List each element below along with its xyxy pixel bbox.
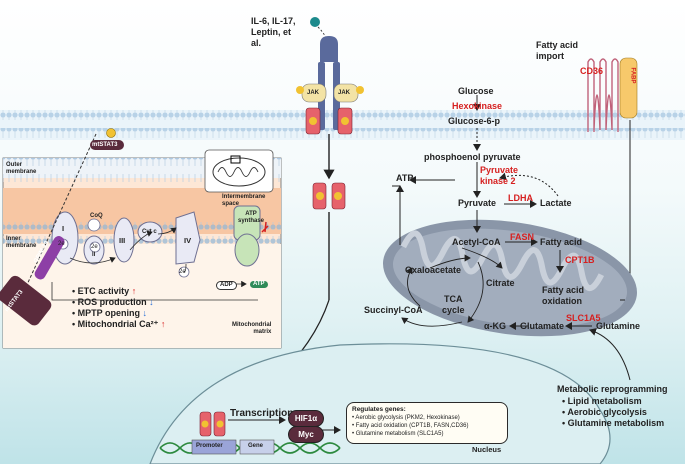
glutamate-label: Glutamate (520, 321, 565, 331)
regulates-title: Regulates genes: (352, 406, 406, 413)
regulates-genes-box: Regulates genes: • Aerobic glycolysis (P… (346, 402, 508, 444)
tca-cycle-label: TCA cycle (442, 294, 465, 315)
pkm2-label: Pyruvate kinase 2 (480, 165, 519, 186)
fa-oxidation-label: Fatty acid oxidation (542, 285, 585, 306)
electron-label-1: 2e (58, 241, 65, 247)
hif1a-pill: HIF1α (288, 410, 324, 427)
regulates-item: • Aerobic glycolysis (PKM2, Hexokinase) (352, 415, 460, 421)
jak-right-label: JAK (338, 90, 351, 96)
fabp-label: FABP (629, 67, 636, 84)
atp-synthase-label: ATP synthase (238, 211, 265, 224)
akg-label: α-KG (484, 321, 507, 331)
cpt1b-label: CPT1B (565, 255, 595, 265)
acetyl-coa-label: Acetyl-CoA (452, 237, 501, 247)
effect-ca: • Mitochondrial Ca²⁺ ↑ (72, 319, 166, 329)
jak-left-label: JAK (307, 90, 320, 96)
fasn-label: FASN (510, 232, 535, 242)
complex-ii-label: II (92, 252, 96, 258)
glutamine-label: Glutamine (596, 321, 641, 331)
coq-label: CoQ (90, 213, 103, 219)
cytokines-label: IL-6, IL-17, Leptin, et al. (251, 16, 296, 48)
promoter-label: Promoter (196, 443, 223, 449)
intermembrane-space-label: Intermembrane space (222, 194, 266, 207)
effect-ros: • ROS production ↓ (72, 297, 154, 307)
myc-pill: Myc (288, 426, 324, 443)
cd36-label: CD36 (580, 66, 604, 76)
reprogramming-item: • Aerobic glycolysis (562, 407, 647, 417)
effect-etc: • ETC activity ↑ (72, 286, 137, 296)
glucose-label: Glucose (458, 86, 494, 96)
fatty-acid-import-label: Fatty acid import (536, 40, 579, 61)
reprogramming-item: • Lipid metabolism (562, 396, 642, 406)
reprogramming-title: Metabolic reprogramming (557, 384, 668, 394)
mito-effects-list: • ETC activity ↑ • ROS production ↓ • MP… (72, 286, 165, 330)
outer-membrane-label: Outer membrane (6, 162, 37, 175)
citrate-label: Citrate (486, 278, 515, 288)
electron-label-2: 2e (91, 244, 98, 250)
mtstat3-label: mtSTAT3 (92, 142, 118, 148)
atp-label: ATP (396, 173, 414, 183)
inner-membrane-label: Inner membrane (6, 236, 37, 249)
electron-label-3: 2e (179, 269, 186, 275)
g6p-label: Glucose-6-p (448, 116, 501, 126)
fatty-acid-label: Fatty acid (540, 237, 583, 247)
succinyl-coa-label: Succinyl-CoA (364, 305, 423, 315)
regulates-item: • Fatty acid oxidation (CPT1B, FASN,CD36… (352, 423, 469, 429)
effect-mptp: • MPTP opening ↓ (72, 308, 148, 318)
atp-pill: ATP (250, 281, 268, 288)
pep-label: phosphoenol pyruvate (424, 152, 521, 162)
oxaloacetate-label: Oxaloacetate (405, 265, 462, 275)
adp-pill: ADP (216, 281, 237, 290)
gene-label: Gene (248, 443, 264, 449)
complex-i-label: I (62, 224, 65, 233)
pyruvate-label: Pyruvate (458, 198, 497, 208)
complex-iv-label: IV (184, 236, 192, 245)
hexokinase-label: Hexokinase (452, 101, 503, 111)
reprogramming-item: • Glutamine metabolism (562, 418, 665, 428)
complex-iii-label: III (119, 236, 126, 245)
cyt-c-label: Cyt c (142, 229, 157, 235)
nucleus-label: Nucleus (472, 445, 502, 454)
slc1a5-label: SLC1A5 (566, 313, 601, 323)
lactate-label: Lactate (540, 198, 572, 208)
regulates-item: • Glutamine metabolism (SLC1A5) (352, 431, 444, 437)
transcription-label: Transcription (230, 408, 294, 419)
ldha-label: LDHA (508, 193, 533, 203)
mito-matrix-label: Mitochondrial matrix (232, 322, 272, 335)
